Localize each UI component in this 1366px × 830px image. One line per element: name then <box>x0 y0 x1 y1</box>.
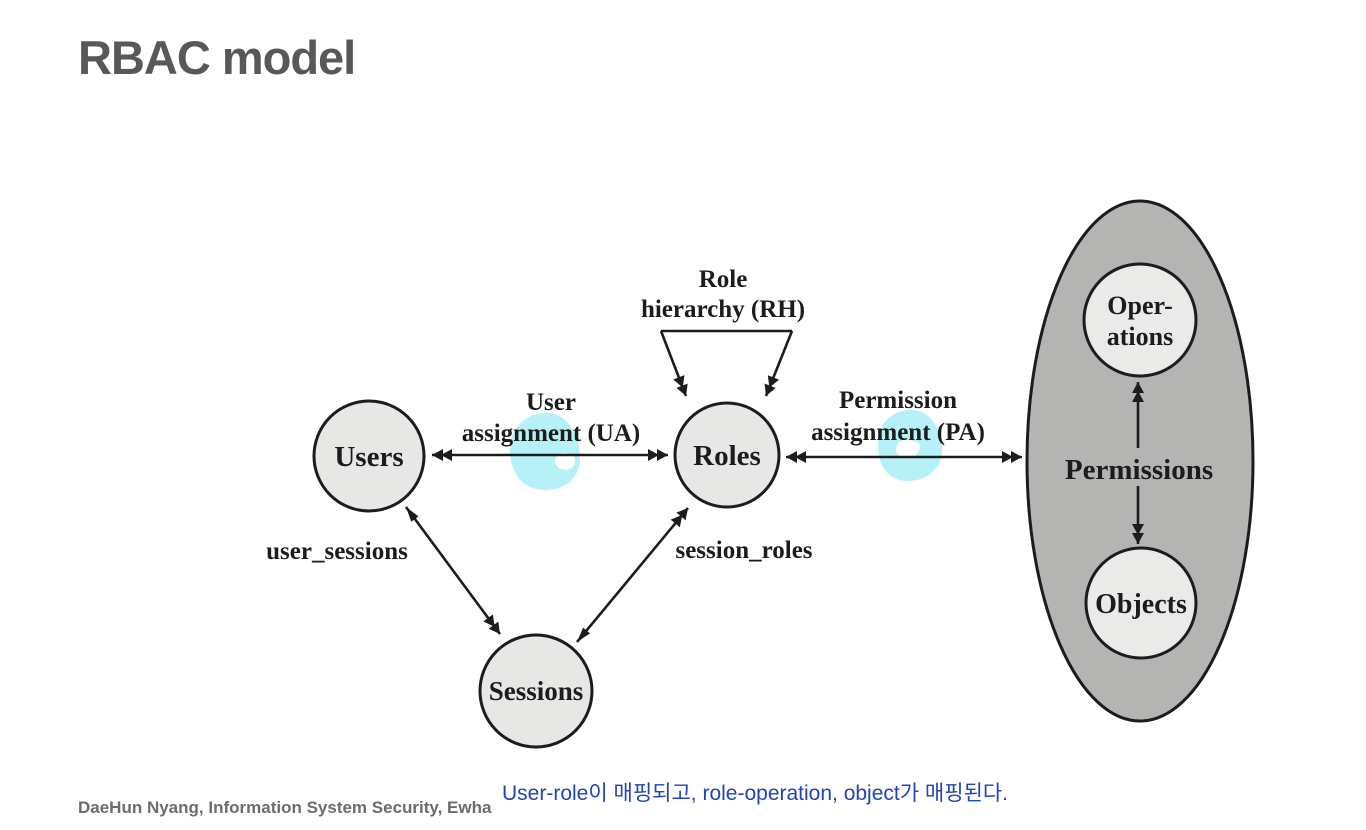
role-hierarchy-arrows <box>659 329 794 397</box>
operations-label-line1: Oper- <box>1107 291 1172 320</box>
roles-label: Roles <box>693 440 761 472</box>
ua-label-line1: User <box>526 389 576 416</box>
operations-label-line2: ations <box>1107 322 1173 351</box>
permissions-ellipse <box>1025 199 1255 723</box>
objects-node <box>1084 546 1198 660</box>
objects-label: Objects <box>1095 589 1187 620</box>
user-sessions-arrow <box>404 506 502 635</box>
ua-label-line2: assignment (UA) <box>462 420 640 447</box>
pa-label-line1: Permission <box>839 387 957 414</box>
user-sessions-label: user_sessions <box>266 538 408 565</box>
sessions-node <box>478 633 594 749</box>
rh-label-line2: hierarchy (RH) <box>641 296 805 323</box>
rh-label-line1: Role <box>699 266 748 293</box>
operations-node <box>1082 262 1198 378</box>
annotation-note: User-role이 매핑되고, role-operation, object가… <box>502 782 1009 805</box>
session-roles-label: session_roles <box>675 537 812 564</box>
page-title: RBAC model <box>78 31 356 84</box>
sessions-label: Sessions <box>489 676 584 706</box>
highlighter-mark-pa <box>877 409 943 482</box>
session-roles-arrow <box>575 507 690 643</box>
permissions-label: Permissions <box>1065 454 1213 486</box>
footer-credit: DaeHun Nyang, Information System Securit… <box>78 798 492 817</box>
users-label: Users <box>334 441 403 473</box>
pa-label-line2: assignment (PA) <box>811 419 985 446</box>
roles-node <box>673 401 781 509</box>
users-node <box>312 399 426 513</box>
